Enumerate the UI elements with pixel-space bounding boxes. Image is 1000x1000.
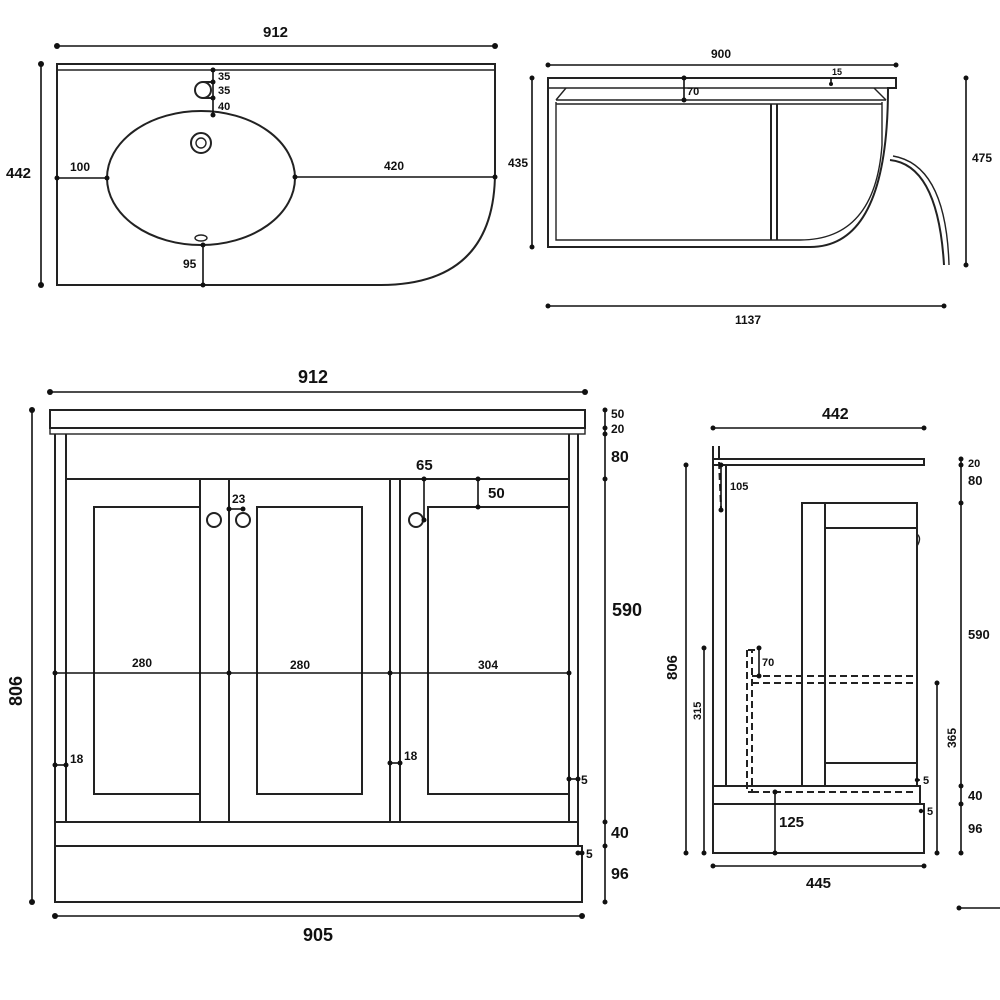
dim-front-50h: 50	[488, 485, 505, 502]
dim-front-23: 23	[232, 492, 246, 506]
dim-side-806: 806	[664, 655, 681, 680]
dim-tap-40: 40	[218, 101, 230, 113]
dim-plan-900: 900	[711, 47, 731, 61]
dim-left-100: 100	[70, 160, 90, 174]
dim-side-105: 105	[730, 481, 748, 493]
dim-front-590: 590	[612, 600, 642, 620]
dim-top-width: 912	[263, 24, 288, 41]
dim-side-445: 445	[806, 875, 831, 892]
dim-front-806: 806	[6, 676, 26, 706]
door-swing-arc	[889, 159, 945, 266]
dim-side-5b: 5	[927, 806, 933, 818]
dim-front-65: 65	[416, 457, 433, 474]
waste-pipe-dashed	[746, 650, 753, 793]
overflow-icon	[194, 234, 208, 242]
dim-front-304: 304	[478, 658, 498, 672]
front-plinth	[54, 845, 583, 903]
top-view: 912 442 35 35 40 100 420 95	[6, 24, 498, 288]
side-view: 442 806 445 20 80 590 40 96 105 315 70	[664, 406, 1000, 911]
dim-side-590: 590	[968, 627, 990, 642]
dim-plan-1137: 1137	[735, 313, 761, 327]
dim-side-20: 20	[968, 458, 980, 470]
dim-plan-70: 70	[687, 86, 699, 98]
dim-front-40: 40	[611, 825, 629, 842]
dim-right-420: 420	[384, 159, 404, 173]
dim-front-96: 96	[611, 866, 629, 883]
side-plinth-rail	[712, 785, 921, 805]
dim-front-280a: 280	[132, 656, 152, 670]
dim-front-18b: 18	[404, 749, 418, 763]
dim-side-96: 96	[968, 821, 982, 836]
door-centre	[228, 478, 391, 823]
dim-plan-15: 15	[832, 67, 842, 77]
dim-front-18a: 18	[70, 752, 84, 766]
side-plinth	[712, 803, 925, 854]
dim-side-315: 315	[692, 702, 704, 720]
waste-icon	[190, 132, 212, 154]
dim-plan-435: 435	[508, 156, 528, 170]
dim-front-5b: 5	[586, 847, 593, 861]
front-view: 912 806 905 50 20 80 590 40 96 5 5 65	[6, 367, 642, 945]
dim-side-442: 442	[822, 406, 849, 423]
knob-icon	[206, 512, 222, 528]
dim-front-905: 905	[303, 925, 333, 945]
door-right	[399, 478, 570, 823]
dim-front-80: 80	[611, 449, 629, 466]
dim-front-5a: 5	[581, 773, 588, 787]
door-left	[65, 478, 201, 823]
dim-front-20: 20	[611, 422, 625, 436]
knob-icon	[235, 512, 251, 528]
front-worktop	[49, 409, 586, 429]
plan-view: 900 70 15 435 475 1137	[508, 47, 992, 327]
top-outline	[56, 63, 496, 286]
dim-top-depth: 442	[6, 165, 31, 182]
side-worktop	[712, 458, 925, 466]
dim-front-280b: 280	[290, 658, 310, 672]
dim-side-125: 125	[779, 814, 804, 831]
dim-tap-35b: 35	[218, 85, 230, 97]
dim-side-5a: 5	[923, 775, 929, 787]
dim-tap-35a: 35	[218, 71, 230, 83]
dim-side-40: 40	[968, 788, 982, 803]
dim-side-365: 365	[945, 728, 959, 748]
dim-plan-475: 475	[972, 151, 992, 165]
dim-side-70: 70	[762, 657, 774, 669]
dim-front-50: 50	[611, 407, 625, 421]
dim-side-80: 80	[968, 473, 982, 488]
front-plinth-rail	[54, 821, 579, 847]
dim-front-95: 95	[183, 257, 197, 271]
basin-bowl	[106, 110, 296, 246]
dim-front-912: 912	[298, 367, 328, 387]
tap-hole-icon	[194, 81, 212, 99]
knob-icon	[408, 512, 424, 528]
